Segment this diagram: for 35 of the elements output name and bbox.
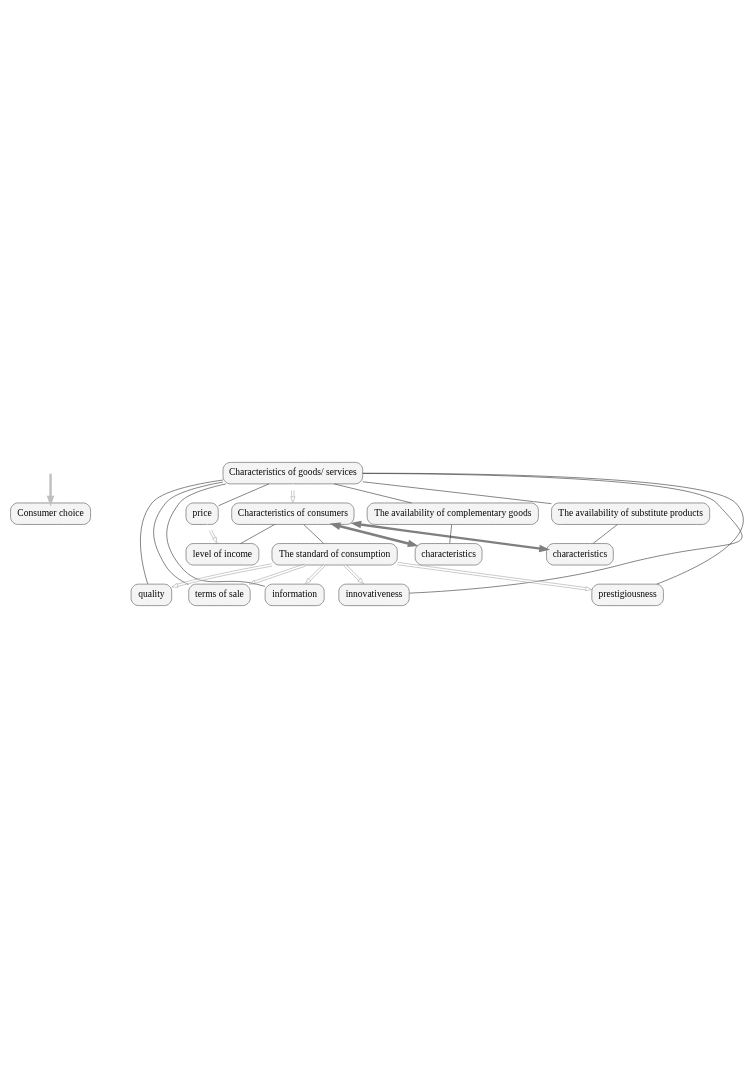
arrow — [290, 483, 296, 503]
arrow — [396, 562, 593, 592]
connector — [333, 483, 412, 504]
connector — [140, 479, 224, 585]
arrow — [304, 564, 326, 585]
node-box: The standard of consumption — [271, 543, 398, 566]
arrow — [46, 473, 55, 507]
arrow — [207, 524, 218, 544]
node-box: The availability of substitute products — [551, 502, 710, 525]
connector — [166, 483, 266, 587]
connector — [449, 524, 452, 544]
node-box: quality — [130, 583, 172, 606]
connector — [153, 481, 224, 585]
node-box: level of income — [185, 543, 260, 566]
node-box: Characteristics of goods/ services — [222, 462, 363, 485]
connector — [218, 483, 270, 507]
node-box: Characteristics of consumers — [231, 502, 355, 525]
connector — [303, 524, 324, 544]
node-box: terms of sale — [188, 583, 251, 606]
node-box: characteristics — [414, 543, 483, 566]
node-box: characteristics — [546, 543, 614, 566]
node-box: prestigiousness — [591, 583, 664, 606]
arrow — [343, 564, 364, 585]
arrow — [248, 563, 306, 585]
node-box: The availability of complementary goods — [366, 502, 539, 525]
connector — [240, 524, 275, 544]
node-box: price — [185, 502, 219, 525]
arrow — [350, 520, 550, 553]
connector — [362, 481, 552, 504]
node-box: information — [264, 583, 325, 606]
node-box: innovativeness — [338, 583, 410, 606]
connector — [592, 524, 618, 544]
node-box: Consumer choice — [10, 502, 91, 525]
arrow — [171, 563, 273, 588]
arrow — [329, 522, 419, 548]
